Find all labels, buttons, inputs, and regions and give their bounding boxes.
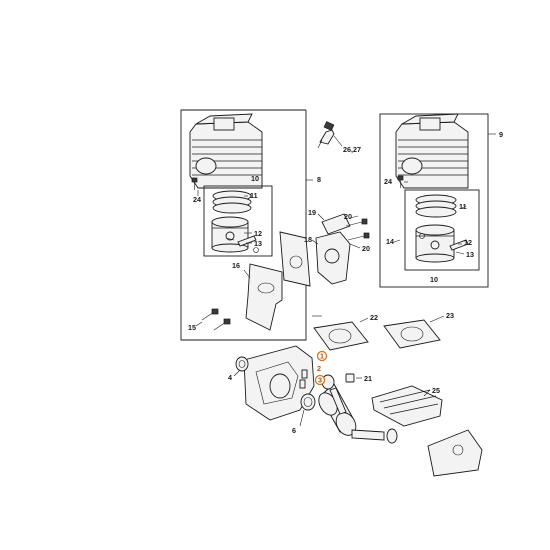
seal-4[interactable] (235, 356, 249, 372)
screw-20-upper[interactable] (345, 218, 368, 227)
gasket-23[interactable] (383, 319, 441, 349)
label-13-left: 13 (254, 239, 262, 248)
flange-gasket[interactable] (279, 231, 311, 287)
piston-pin-right[interactable] (449, 239, 469, 251)
label-9: 9 (499, 130, 503, 139)
label-22: 22 (370, 313, 378, 322)
reed-assembly-25[interactable] (371, 385, 443, 427)
label-13-right: 13 (466, 250, 474, 259)
piston-pin-left[interactable] (237, 235, 257, 247)
callout-1-label: 1 (320, 352, 324, 361)
label-25: 25 (432, 386, 440, 395)
piston-left[interactable] (211, 216, 249, 253)
piston-box-right (404, 189, 480, 271)
label-24-left: 24 (193, 195, 201, 204)
label-18: 18 (304, 235, 312, 244)
part-labels: 4 6 8 9 10 10 11 11 12 12 13 13 14 15 16… (188, 130, 503, 435)
cylinder-bolt-right[interactable] (397, 175, 404, 188)
label-19: 19 (308, 208, 316, 217)
label-10-right: 10 (430, 275, 438, 284)
label-20-upper: 20 (344, 212, 352, 221)
housing-fragment[interactable] (427, 429, 483, 477)
piston-rings-right[interactable] (415, 194, 457, 218)
label-26-27: 26,27 (343, 145, 361, 154)
label-15: 15 (188, 323, 196, 332)
bearing-6[interactable] (300, 393, 316, 411)
group-frame-9 (379, 113, 496, 288)
label-12-right: 12 (464, 238, 472, 247)
circlip-right[interactable] (419, 233, 425, 239)
label-4: 4 (228, 373, 232, 382)
label-6: 6 (292, 426, 296, 435)
intake-manifold[interactable] (315, 213, 351, 285)
label-11-left: 11 (250, 191, 258, 200)
gasket-22[interactable] (313, 321, 369, 351)
label-14: 14 (386, 237, 394, 246)
piston-right[interactable] (415, 224, 455, 263)
label-16: 16 (232, 261, 240, 270)
piston-rings-left[interactable] (212, 190, 252, 214)
label-23: 23 (446, 311, 454, 320)
leader-lines (195, 181, 467, 427)
label-10-left: 10 (251, 174, 259, 183)
cylinder-bolt-left[interactable] (191, 177, 198, 190)
cylinder-right[interactable] (395, 113, 469, 189)
bearing-21[interactable] (345, 373, 355, 383)
label-20-lower: 20 (362, 244, 370, 253)
callout-2-label-group[interactable]: 2 (317, 364, 321, 373)
callout-3-highlight[interactable]: 3 (314, 374, 326, 386)
label-21: 21 (364, 374, 372, 383)
dowel-pins[interactable] (299, 369, 308, 389)
callout-2-label: 2 (317, 364, 321, 373)
crankshaft[interactable] (315, 383, 398, 444)
label-24-right: 24 (384, 177, 392, 186)
callout-3-label: 3 (318, 376, 322, 385)
spark-plug[interactable] (317, 121, 343, 149)
screw-20-lower[interactable] (347, 232, 370, 241)
label-8: 8 (317, 175, 321, 184)
circlip-left[interactable] (253, 247, 259, 253)
label-11-right: 11 (459, 202, 467, 211)
screws-15[interactable] (201, 308, 231, 331)
gasket-16[interactable] (245, 263, 283, 331)
piston-box-left (203, 185, 273, 257)
label-12-left: 12 (254, 229, 262, 238)
cylinder-left[interactable] (189, 113, 263, 189)
callout-1-highlight[interactable]: 1 (316, 350, 328, 362)
